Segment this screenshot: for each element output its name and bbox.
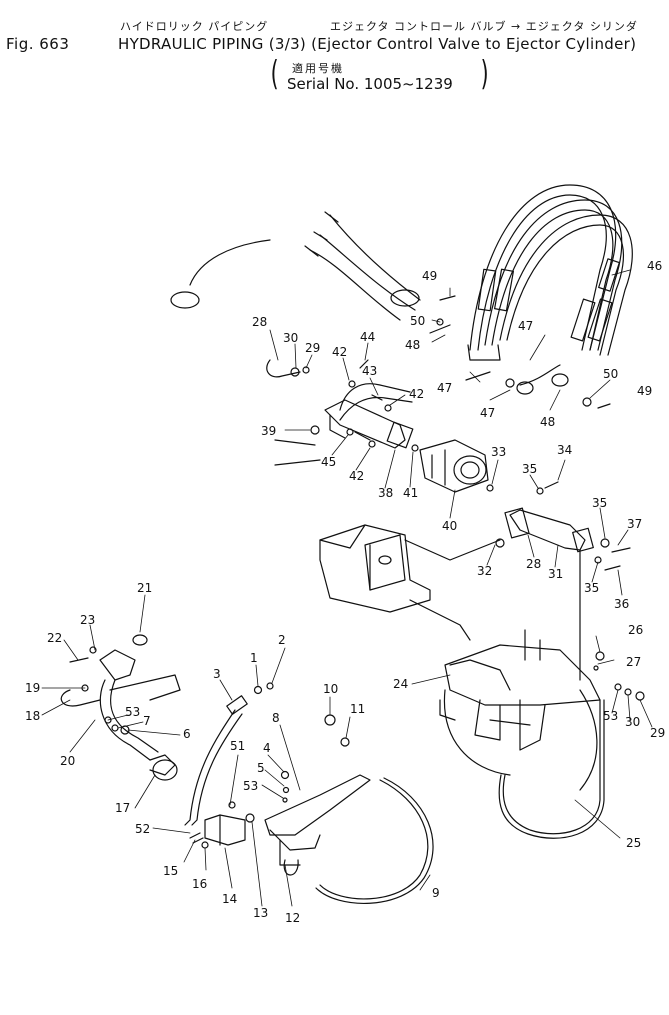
callout-22: 22 xyxy=(47,631,62,645)
japanese-title-right: エジェクタ コントロール バルブ → エジェクタ シリンダ xyxy=(330,20,638,33)
callout-2: 2 xyxy=(278,633,286,647)
control-valve-40 xyxy=(419,439,489,493)
callout-53-center: 53 xyxy=(243,779,258,793)
callout-13: 13 xyxy=(253,906,268,920)
callout-38: 38 xyxy=(378,486,393,500)
callout-21: 21 xyxy=(137,581,152,595)
callout-26: 26 xyxy=(628,623,643,637)
callout-29-right: 29 xyxy=(650,726,665,740)
callout-25: 25 xyxy=(626,836,641,850)
callout-30-right: 30 xyxy=(625,715,640,729)
cable-9 xyxy=(315,777,434,904)
callout-17: 17 xyxy=(115,801,130,815)
callout-19: 19 xyxy=(25,681,40,695)
callout-1: 1 xyxy=(250,651,258,665)
callout-29-top: 29 xyxy=(305,341,320,355)
pipe-3 xyxy=(184,695,248,826)
cable-25 xyxy=(498,699,605,839)
callout-52: 52 xyxy=(135,822,150,836)
callout-15: 15 xyxy=(163,864,178,878)
hose-assembly-46 xyxy=(467,184,633,395)
callout-35-c: 35 xyxy=(584,581,599,595)
japanese-title-left: ハイドロリック パイピング xyxy=(120,20,269,33)
callout-47-a: 47 xyxy=(518,319,533,333)
callout-10: 10 xyxy=(323,682,338,696)
pipe-20-21 xyxy=(60,634,181,781)
callout-42-c: 42 xyxy=(349,469,364,483)
callout-11: 11 xyxy=(350,702,365,716)
callout-30-top: 30 xyxy=(283,331,298,345)
figure-title: HYDRAULIC PIPING (3/3) (Ejector Control … xyxy=(118,35,637,53)
callout-5: 5 xyxy=(257,761,265,775)
callout-18: 18 xyxy=(25,709,40,723)
figure-number: Fig. 663 xyxy=(6,35,70,53)
callout-35-b: 35 xyxy=(592,496,607,510)
block-14 xyxy=(204,814,246,846)
valve-body xyxy=(319,524,501,641)
figure-header: ハイドロリック パイピング エジェクタ コントロール バルブ → エジェクタ シ… xyxy=(0,0,669,100)
callout-7: 7 xyxy=(143,714,151,728)
callout-labels: 46 49 50 48 47 47 47 50 49 48 28 30 29 4… xyxy=(25,259,665,925)
manifold-block-38 xyxy=(274,383,414,466)
callout-42-b: 42 xyxy=(409,387,424,401)
callout-48-right: 48 xyxy=(540,415,555,429)
callout-41: 41 xyxy=(403,486,418,500)
serial-japanese: 適用号機 xyxy=(292,62,344,75)
callout-40: 40 xyxy=(442,519,457,533)
serial-number: Serial No. 1005~1239 xyxy=(287,75,453,93)
callout-28-right: 28 xyxy=(526,557,541,571)
callout-42-a: 42 xyxy=(332,345,347,359)
callout-45: 45 xyxy=(321,455,336,469)
callout-28-top: 28 xyxy=(252,315,267,329)
callout-35-a: 35 xyxy=(522,462,537,476)
ejector-frame-24 xyxy=(439,629,601,791)
callout-23: 23 xyxy=(80,613,95,627)
callout-49-top: 49 xyxy=(422,269,437,283)
callout-14: 14 xyxy=(222,892,237,906)
callout-48-top: 48 xyxy=(405,338,420,352)
callout-6: 6 xyxy=(183,727,191,741)
serial-paren-close: ) xyxy=(480,54,489,94)
callout-49-right: 49 xyxy=(637,384,652,398)
callout-51: 51 xyxy=(230,739,245,753)
callout-47-c: 47 xyxy=(480,406,495,420)
serial-paren-open: ( xyxy=(270,54,279,94)
callout-24: 24 xyxy=(393,677,408,691)
callout-32: 32 xyxy=(477,564,492,578)
callout-37: 37 xyxy=(627,517,642,531)
callout-12: 12 xyxy=(285,911,300,925)
callout-8: 8 xyxy=(272,711,280,725)
callout-36: 36 xyxy=(614,597,629,611)
callout-50-right: 50 xyxy=(603,367,618,381)
callout-3: 3 xyxy=(213,667,221,681)
callout-33: 33 xyxy=(491,445,506,459)
callout-50-top: 50 xyxy=(410,314,425,328)
callout-27: 27 xyxy=(626,655,641,669)
callout-9: 9 xyxy=(432,886,440,900)
callout-53-right: 53 xyxy=(603,709,618,723)
callout-47-b: 47 xyxy=(437,381,452,395)
callout-20: 20 xyxy=(60,754,75,768)
upper-left-pipes xyxy=(170,211,421,321)
callout-31: 31 xyxy=(548,567,563,581)
callout-46: 46 xyxy=(647,259,662,273)
pipe-28-31 xyxy=(504,507,594,681)
callout-53-left: 53 xyxy=(125,705,140,719)
leader-lines xyxy=(41,269,653,907)
callout-16: 16 xyxy=(192,877,207,891)
callout-39: 39 xyxy=(261,424,276,438)
callout-4: 4 xyxy=(263,741,271,755)
callout-34: 34 xyxy=(557,443,572,457)
callout-44: 44 xyxy=(360,330,375,344)
bracket-8 xyxy=(264,774,371,876)
callout-43: 43 xyxy=(362,364,377,378)
